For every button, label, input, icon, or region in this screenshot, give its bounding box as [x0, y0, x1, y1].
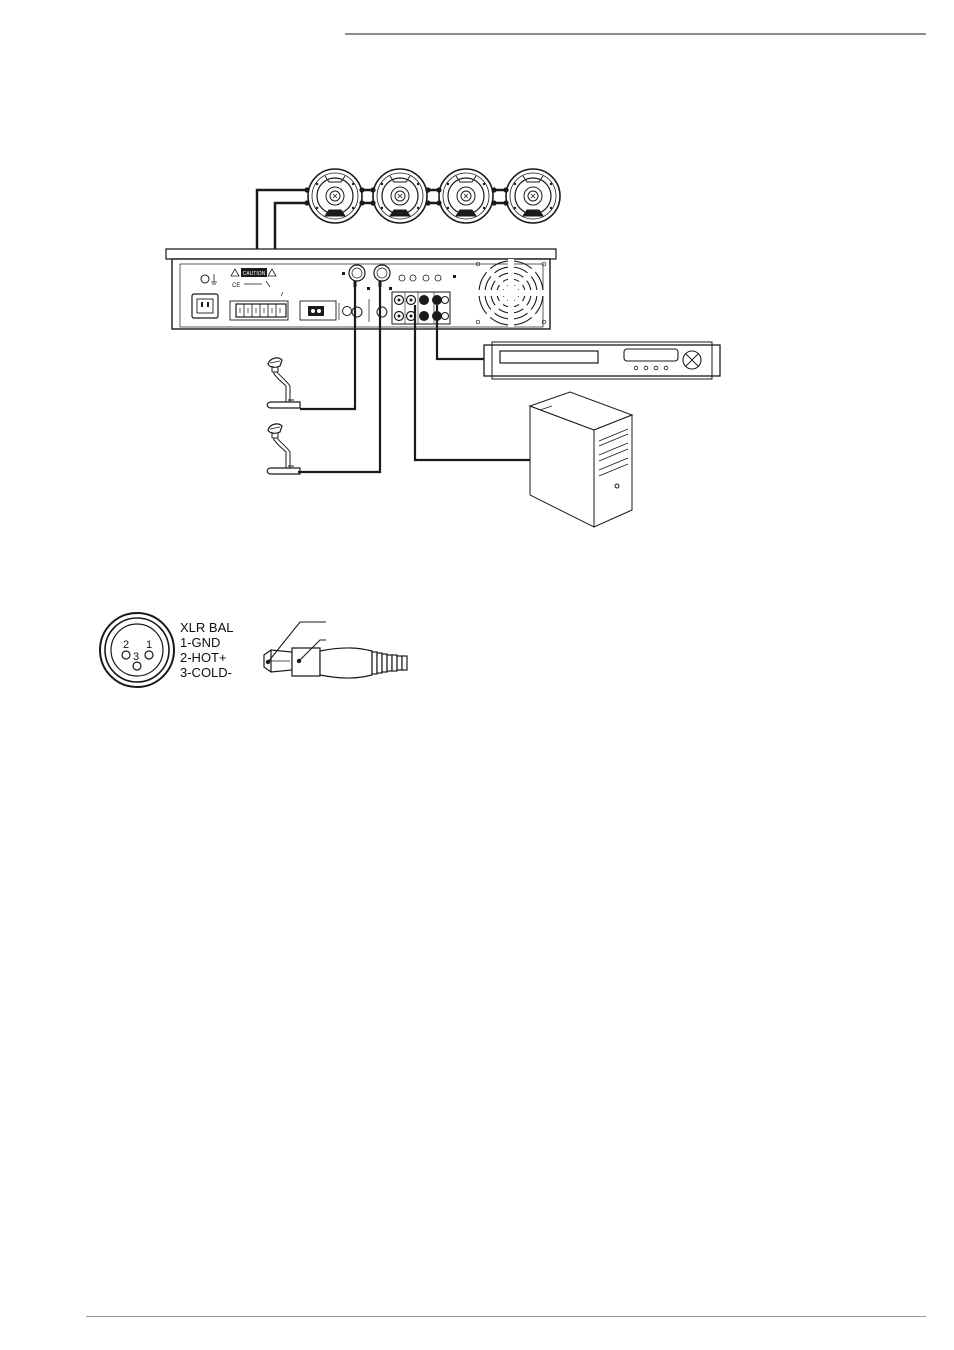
tuner-rack-unit — [484, 342, 720, 379]
ceiling-speaker-3 — [439, 169, 493, 223]
pc-tower — [530, 392, 632, 527]
desk-microphone-2 — [267, 424, 300, 474]
caution-label: CAUTION — [243, 271, 266, 277]
xlr-legend-pin2: 2-HOT+ — [180, 650, 233, 665]
xlr-pin-2-label: 2 — [123, 639, 129, 651]
xlr-legend-pin1: 1-GND — [180, 635, 233, 650]
ceiling-speaker-1 — [308, 169, 362, 223]
xlr-legend-title: XLR BAL — [180, 620, 233, 635]
amplifier-rear-panel: CAUTION CE — [166, 249, 556, 329]
desk-microphone-1 — [267, 358, 300, 408]
xlr-connector-diagram: 2 1 3 — [100, 613, 174, 687]
footer-rule — [86, 1316, 926, 1317]
xlr-legend-pin3: 3-COLD- — [180, 665, 233, 680]
ceiling-speaker-4 — [506, 169, 560, 223]
xlr-pin-1-label: 1 — [146, 639, 152, 651]
ceiling-speaker-2 — [373, 169, 427, 223]
jack-plug-diagram — [264, 622, 407, 678]
ce-mark: CE — [232, 283, 240, 289]
xlr-legend: XLR BAL 1-GND 2-HOT+ 3-COLD- — [180, 620, 233, 680]
xlr-pin-3-label: 3 — [133, 651, 139, 663]
